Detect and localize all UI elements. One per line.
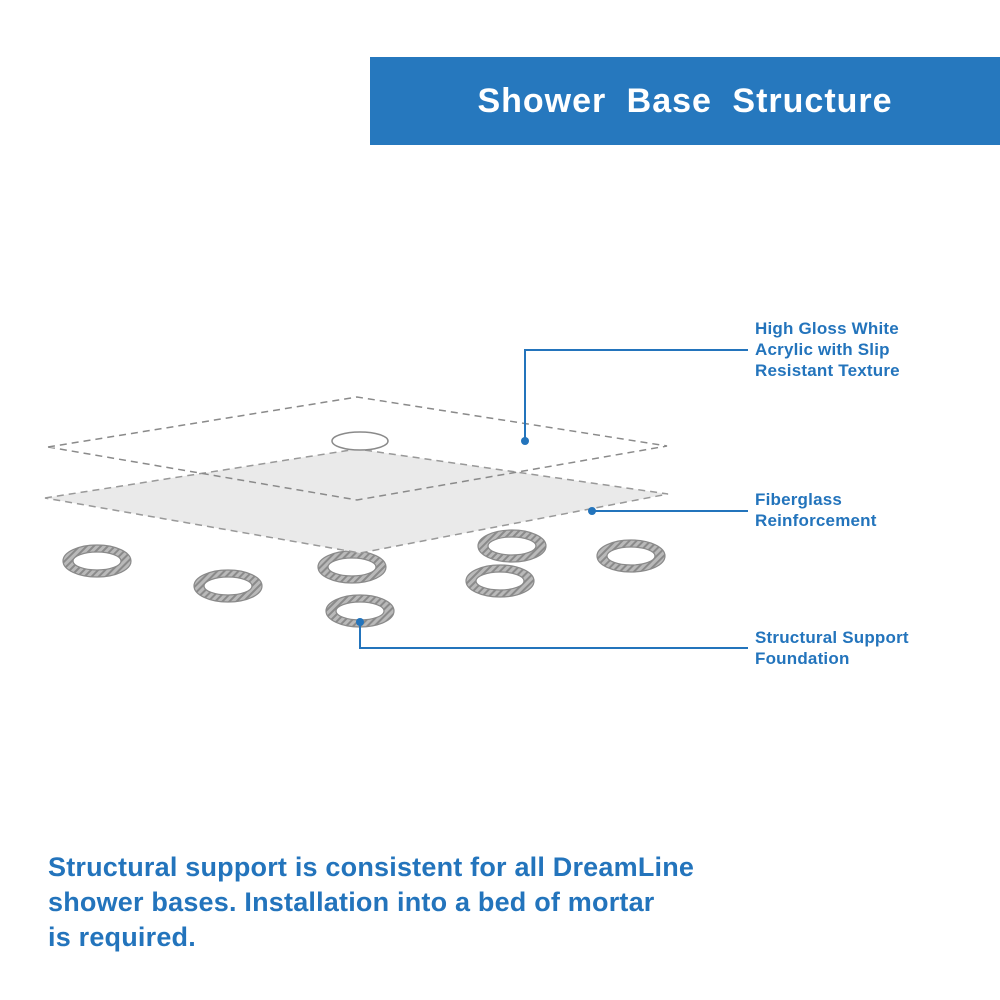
support-ring bbox=[62, 544, 132, 578]
callout-fiberglass-label: Fiberglass Reinforcement bbox=[755, 490, 877, 530]
leader-line-foundation bbox=[356, 618, 748, 649]
leader-line-fiberglass bbox=[588, 507, 748, 515]
support-ring bbox=[193, 569, 263, 603]
callout-foundation-label: Structural Support Foundation bbox=[755, 628, 909, 668]
footer-note: Structural support is consistent for all… bbox=[48, 852, 695, 952]
callout-acrylic-label: High Gloss White Acrylic with Slip Resis… bbox=[755, 319, 900, 380]
leader-line-acrylic bbox=[521, 349, 748, 445]
title-banner: Shower Base Structure bbox=[370, 57, 1000, 145]
acrylic-top-layer bbox=[47, 396, 668, 501]
support-ring bbox=[596, 539, 666, 573]
support-rings bbox=[62, 529, 666, 628]
drain-ellipse bbox=[331, 431, 389, 451]
support-ring bbox=[317, 550, 387, 584]
support-ring bbox=[477, 529, 547, 563]
support-ring bbox=[325, 594, 395, 628]
page-title: Shower Base Structure bbox=[477, 81, 893, 120]
support-ring bbox=[465, 564, 535, 598]
fiberglass-layer bbox=[44, 448, 669, 554]
